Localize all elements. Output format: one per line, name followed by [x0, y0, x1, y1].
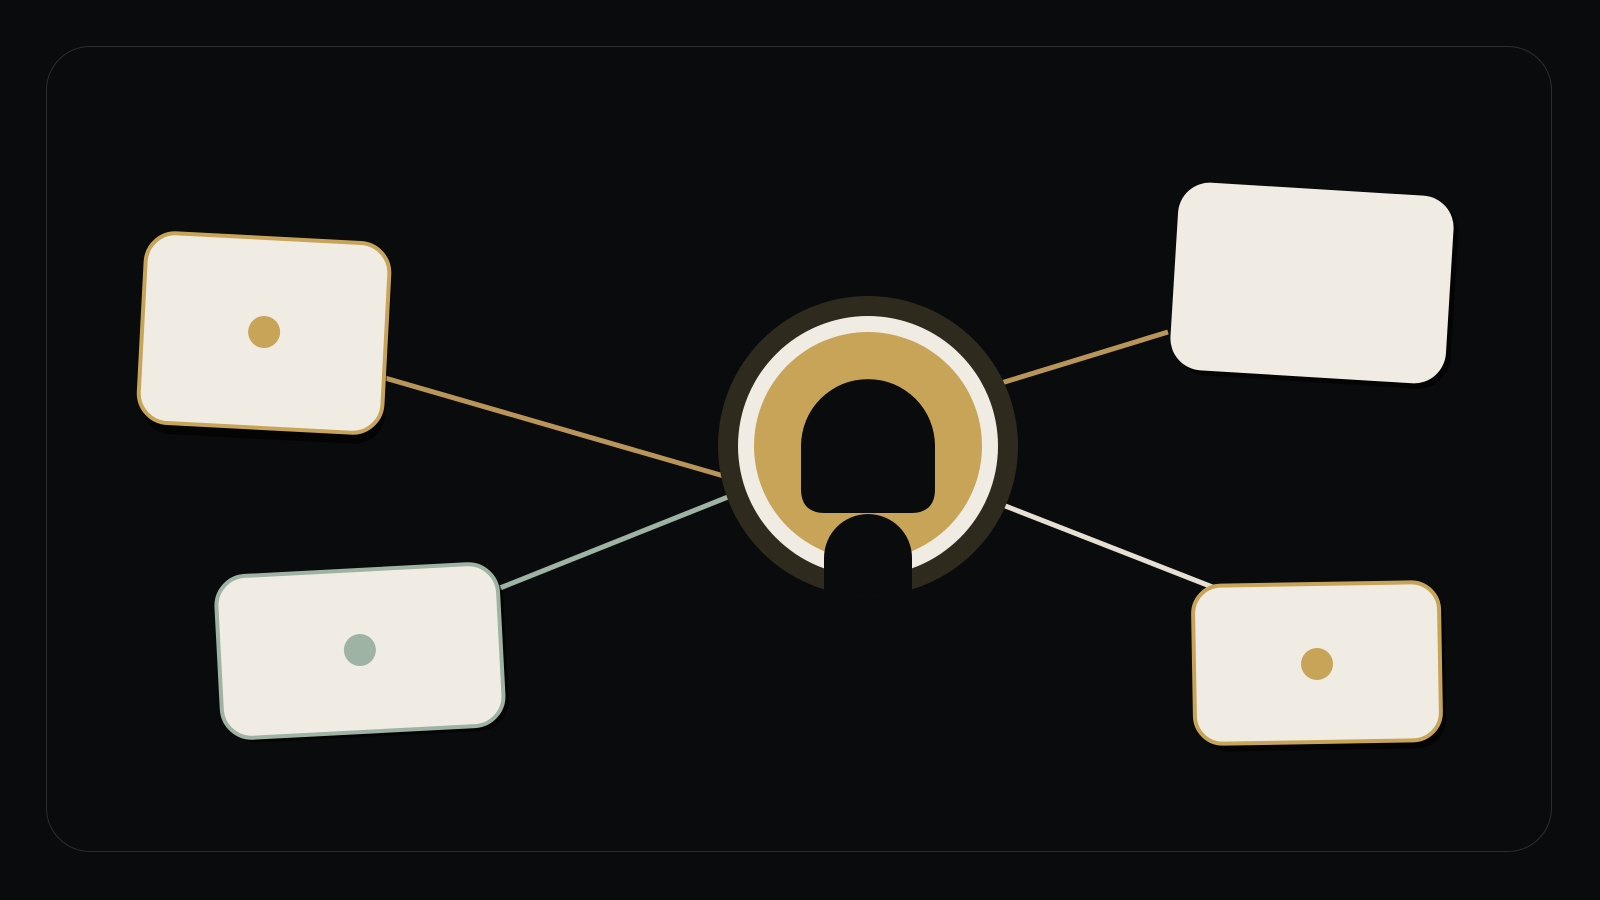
connector-top-left — [384, 375, 749, 486]
node-dot — [343, 634, 376, 667]
node-bottom-right[interactable] — [1191, 580, 1447, 752]
node-dot — [1301, 647, 1334, 680]
connector-top-right — [984, 329, 1169, 391]
person-icon — [801, 379, 935, 596]
central-hub — [718, 296, 1018, 596]
node-dot — [248, 316, 281, 349]
connector-bottom-right — [984, 495, 1221, 593]
node-bottom-left[interactable] — [214, 562, 510, 744]
diagram-frame — [46, 46, 1552, 852]
node-top-right[interactable] — [1168, 181, 1460, 391]
node-top-left[interactable] — [136, 231, 394, 446]
node-card — [1170, 182, 1454, 384]
connector-bottom-left — [499, 486, 749, 591]
connectors — [384, 329, 1221, 593]
